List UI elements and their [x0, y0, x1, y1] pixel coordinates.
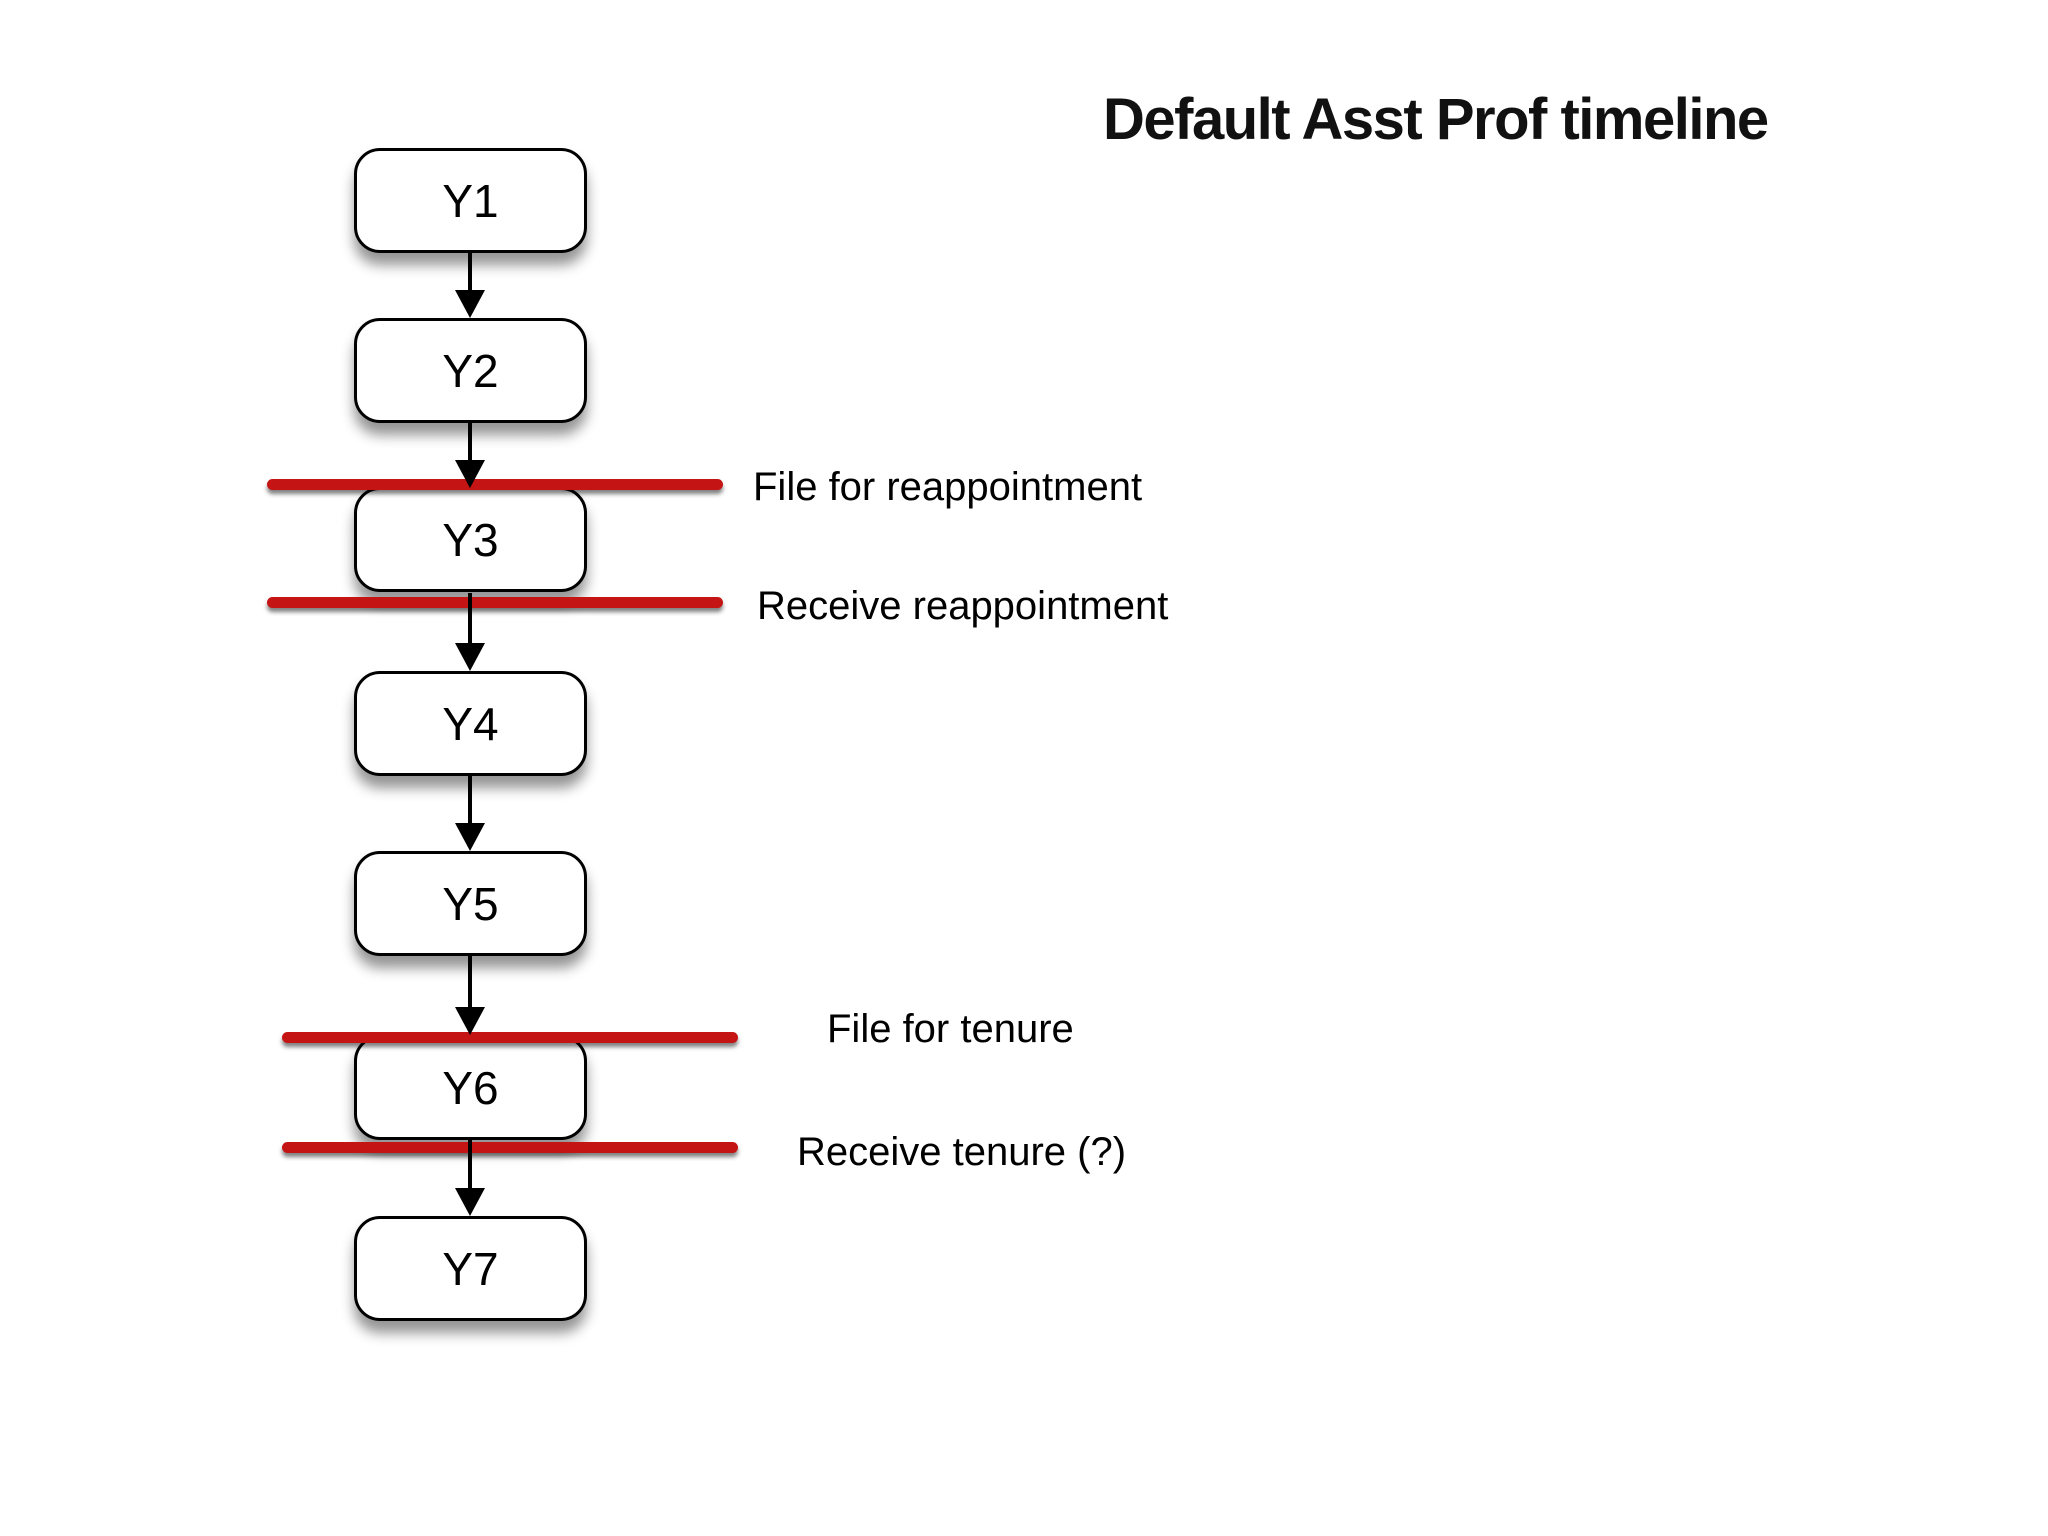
flow-node-y4: Y4	[354, 671, 587, 776]
arrow-shaft	[468, 1140, 472, 1190]
flow-arrow-y2-y3	[455, 423, 485, 488]
flow-node-y6: Y6	[354, 1035, 587, 1140]
arrowhead-icon	[455, 460, 485, 488]
arrowhead-icon	[455, 823, 485, 851]
arrow-shaft	[468, 776, 472, 825]
flow-node-y1: Y1	[354, 148, 587, 253]
flow-arrow-y4-y5	[455, 776, 485, 851]
flow-node-y7: Y7	[354, 1216, 587, 1321]
arrowhead-icon	[455, 290, 485, 318]
arrow-shaft	[468, 593, 472, 645]
node-label: Y7	[442, 1242, 499, 1295]
flow-node-y3: Y3	[354, 487, 587, 592]
node-label: Y6	[442, 1061, 499, 1114]
milestone-label-receive-tenure: Receive tenure (?)	[797, 1130, 1127, 1174]
node-label: Y4	[442, 697, 499, 750]
arrow-shaft	[468, 423, 472, 462]
milestone-label-file-tenure: File for tenure	[827, 1007, 1074, 1051]
flow-arrow-y1-y2	[455, 253, 485, 318]
flow-node-y5: Y5	[354, 851, 587, 956]
milestone-line-receive-reappointment	[267, 597, 723, 608]
milestone-line-receive-tenure	[282, 1142, 738, 1153]
flow-arrow-y5-y6	[455, 955, 485, 1035]
node-label: Y5	[442, 877, 499, 930]
flow-arrow-y3-y4	[455, 593, 485, 671]
milestone-label-receive-reappointment: Receive reappointment	[757, 584, 1169, 628]
node-label: Y3	[442, 513, 499, 566]
arrow-shaft	[468, 253, 472, 292]
milestone-label-file-reappointment: File for reappointment	[753, 465, 1143, 509]
milestone-line-file-reappointment	[267, 479, 723, 490]
milestone-line-file-tenure	[282, 1032, 738, 1043]
arrowhead-icon	[455, 643, 485, 671]
node-label: Y2	[442, 344, 499, 397]
arrowhead-icon	[455, 1188, 485, 1216]
diagram-title: Default Asst Prof timeline	[1103, 87, 1769, 152]
node-label: Y1	[442, 174, 499, 227]
arrowhead-icon	[455, 1007, 485, 1035]
flow-node-y2: Y2	[354, 318, 587, 423]
arrow-shaft	[468, 955, 472, 1009]
flow-arrow-y6-y7	[455, 1140, 485, 1216]
